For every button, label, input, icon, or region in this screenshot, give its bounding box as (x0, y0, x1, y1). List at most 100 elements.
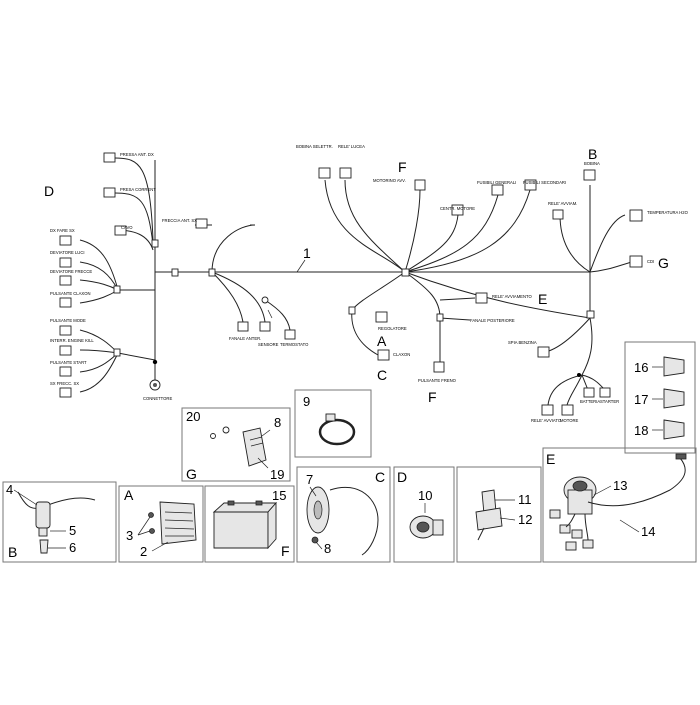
label-pulsante-start: PULSANTE START (50, 360, 87, 365)
label-centr-motore: CENTR. MOTORE (440, 206, 475, 211)
label-batteria: BATTERIA (580, 399, 600, 404)
label-temperatura-h2o: TEMPERATURA H2O (647, 210, 689, 215)
label-sx-frecc-sx: SX FRECC. SX (50, 381, 79, 386)
label-pulsante-mode: PULSANTE MODE (50, 318, 86, 323)
regulator-part-3: 3 (126, 528, 133, 543)
label-starter: STARTER (600, 399, 619, 404)
label-rele-lucea: RELE' LUCEA (338, 144, 365, 149)
label-fusibili-secondari: FUSIBILI SECONDARI (523, 180, 566, 185)
regulator-letter: A (124, 487, 134, 503)
label-interr-engine-kill: INTERR. ENGINE KILL (50, 338, 94, 343)
label-freccia-ant-sx: FRECCIA ANT. SX (162, 218, 197, 223)
label-bobina-selettr: BOBINA SELETTR. (296, 144, 333, 149)
coil-letter: B (8, 544, 17, 560)
harness-number-1: 1 (303, 245, 311, 261)
ignition-coil-icon (35, 501, 51, 529)
label-fusibili-generali: FUSIBILI GENERALI (477, 180, 516, 185)
label-bobina: BOBINA (584, 161, 600, 166)
relay-part-12: 12 (518, 512, 532, 527)
letter-c-main: C (377, 367, 387, 383)
voltage-regulator-icon (159, 501, 197, 545)
letter-d-main: D (44, 183, 54, 199)
left-connectors (59, 152, 161, 398)
label-termostato: TERMOSTATO (280, 342, 309, 347)
label-spia-benzina: SPIA BENZINA (508, 340, 537, 345)
far-right-connectors: BOBINA RELE' AVVIAM. TEMPERATURA H2O CDI… (508, 161, 689, 423)
ignition-panel: E 13 14 (542, 447, 697, 563)
label-pulsante-claxon: PULSANTE CLAXON (50, 291, 91, 296)
label-regolatore: REGOLATORE (378, 326, 407, 331)
coil-part-5: 5 (69, 523, 76, 538)
label-fanale-posteriore: FANALE POSTERIORE (470, 318, 515, 323)
battery-icon (213, 511, 269, 549)
label-dx-fare-sx: DX FARE SX (50, 228, 75, 233)
relay-holder-icon (475, 507, 503, 531)
cdi-unit-icon (242, 427, 267, 467)
battery-part-15: 15 (272, 488, 286, 503)
ignition-letter: E (546, 451, 555, 467)
fuse-17-number: 17 (634, 392, 648, 407)
main-harness (79, 157, 633, 406)
label-motore: MOTORE (560, 418, 579, 423)
label-deviatore-frecce: DEVIATORE FRECCE (50, 269, 92, 274)
cdi-panel: 20 8 19 G (181, 407, 291, 482)
label-cdi: CDI (647, 259, 654, 264)
label-fanale-anter: FANALE ANTER. (229, 336, 261, 341)
fuse-18-number: 18 (634, 423, 648, 438)
harness-letters: 1 D F B G E A C F (44, 146, 669, 405)
regulator-panel: A 3 2 (118, 485, 204, 563)
cdi-part-20: 20 (186, 409, 200, 424)
label-claxon: CLAXON (393, 352, 410, 357)
left-connector-labels: PRESSA ANT. DX PRESA CORRENT CAVO DX FAR… (50, 152, 172, 401)
horn-part-7: 7 (306, 472, 313, 487)
letter-g-main: G (658, 255, 669, 271)
relay-part-11: 11 (518, 492, 532, 507)
label-connettore: CONNETTORE (143, 396, 172, 401)
socket-part-10: 10 (418, 488, 432, 503)
letter-f-top: F (398, 159, 407, 175)
socket-letter: D (397, 469, 407, 485)
label-deviatore-luci: DEVIATORE LUCI (50, 250, 85, 255)
center-connectors: FRECCIA ANT. SX FANALE ANTER. SENSORE TE… (162, 218, 309, 347)
letter-f-lower: F (428, 389, 437, 405)
right-upper-connectors: BOBINA SELETTR. RELE' LUCEA MOTORINO AVV… (296, 144, 566, 216)
battery-letter: F (281, 543, 290, 559)
label-rele-avviam: RELE' AVVIAM. (548, 201, 577, 206)
label-pressa-ant-dx: PRESSA ANT. DX (120, 152, 154, 157)
ignition-cable-icon (587, 457, 686, 507)
cdi-part-19: 19 (270, 467, 284, 482)
clamp-panel: 9 (294, 389, 372, 458)
letter-a-main: A (377, 333, 387, 349)
ignition-part-13: 13 (613, 478, 627, 493)
harness-junctions (113, 239, 595, 377)
regulator-part-2: 2 (140, 544, 147, 559)
relay-panel: 11 12 (456, 466, 542, 563)
fuse-18-icon (663, 419, 685, 440)
coil-part-6: 6 (69, 540, 76, 555)
horn-letter: C (375, 469, 385, 485)
fuse-16-icon (663, 356, 685, 377)
fuses-panel: 16 17 18 (624, 341, 696, 454)
battery-panel: 15 F (204, 485, 295, 563)
clamp-icon (318, 418, 356, 446)
horn-part-8: 8 (324, 541, 331, 556)
label-presa-corrent: PRESA CORRENT (120, 187, 156, 192)
label-pulsante-freno: PULSANTE FRENO (418, 378, 457, 383)
label-rele-avviamento: RELE' AVVIAMENTO (492, 294, 532, 299)
label-rele-avviato: RELE' AVVIATO (531, 418, 562, 423)
letter-b-main: B (588, 146, 597, 162)
letter-e-main: E (538, 291, 547, 307)
clamp-number: 9 (303, 394, 310, 409)
cdi-part-8: 8 (274, 415, 281, 430)
label-motorino-avv: MOTORINO AVV. (373, 178, 406, 183)
ignition-part-14: 14 (641, 524, 655, 539)
fuse-17-icon (663, 388, 685, 409)
right-lower-connectors: REGOLATORE CLAXON RELE' AVVIAMENTO FANAL… (375, 292, 532, 383)
horn-panel: C 7 8 (296, 466, 391, 563)
label-cavo: CAVO (121, 225, 133, 230)
fuse-16-number: 16 (634, 360, 648, 375)
coil-part-4: 4 (6, 482, 13, 497)
coil-panel: 4 5 6 B (2, 481, 117, 563)
